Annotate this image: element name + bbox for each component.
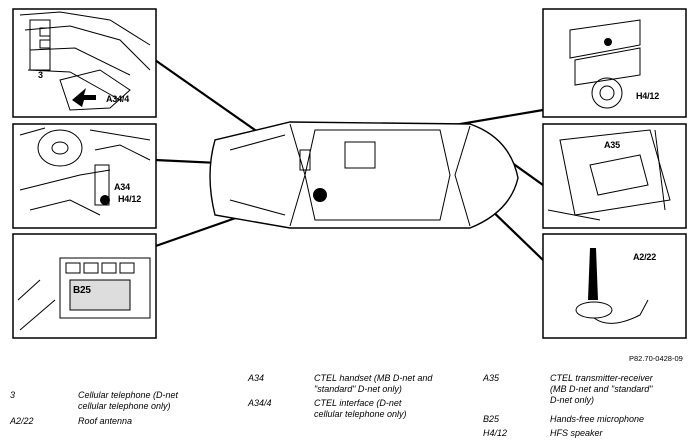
car-top-view	[209, 121, 519, 229]
callout-h4-12-left: H4/12	[118, 194, 142, 204]
callout-a34-4: A34/4	[106, 94, 130, 104]
callout-h4-12-right: H4/12	[636, 91, 660, 101]
panel-antenna-bottom-right	[542, 233, 687, 339]
callout-a2-22: A2/22	[633, 252, 657, 262]
callout-a35: A35	[604, 140, 620, 150]
callout-a34: A34	[114, 182, 130, 192]
panel-steering-mid-left	[12, 123, 157, 229]
panel-trunk-mid-right	[542, 123, 687, 229]
legend-code: A34/4	[248, 398, 272, 408]
legend-code: A34	[248, 373, 265, 383]
panel-overhead-bottom-left	[12, 233, 157, 339]
legend-text: HFS speaker	[550, 428, 603, 438]
legend-text: Roof antenna	[78, 416, 133, 426]
legend-code: A2/22	[10, 416, 34, 426]
legend-text: Cellular telephone (D-net cellular telep…	[78, 390, 179, 411]
legend-text: Hands-free microphone	[550, 414, 645, 424]
legend-text: CTEL handset (MB D-net and "standard" D-…	[314, 373, 433, 394]
legend-code: H4/12	[483, 428, 508, 438]
legend-text: CTEL transmitter-receiver (MB D-net and …	[550, 373, 653, 405]
callout-b25: B25	[73, 285, 91, 296]
legend-text: CTEL interface (D-net cellular telephone…	[314, 398, 407, 419]
legend-code: 3	[10, 390, 16, 400]
panel-dashboard-top-left	[12, 8, 157, 118]
figure-reference: P82.70-0428-09	[629, 354, 683, 363]
callout-3: 3	[38, 70, 43, 80]
panel-speaker-top-right	[542, 8, 687, 118]
legend-code: A35	[483, 373, 500, 383]
legend-code: B25	[483, 414, 500, 424]
